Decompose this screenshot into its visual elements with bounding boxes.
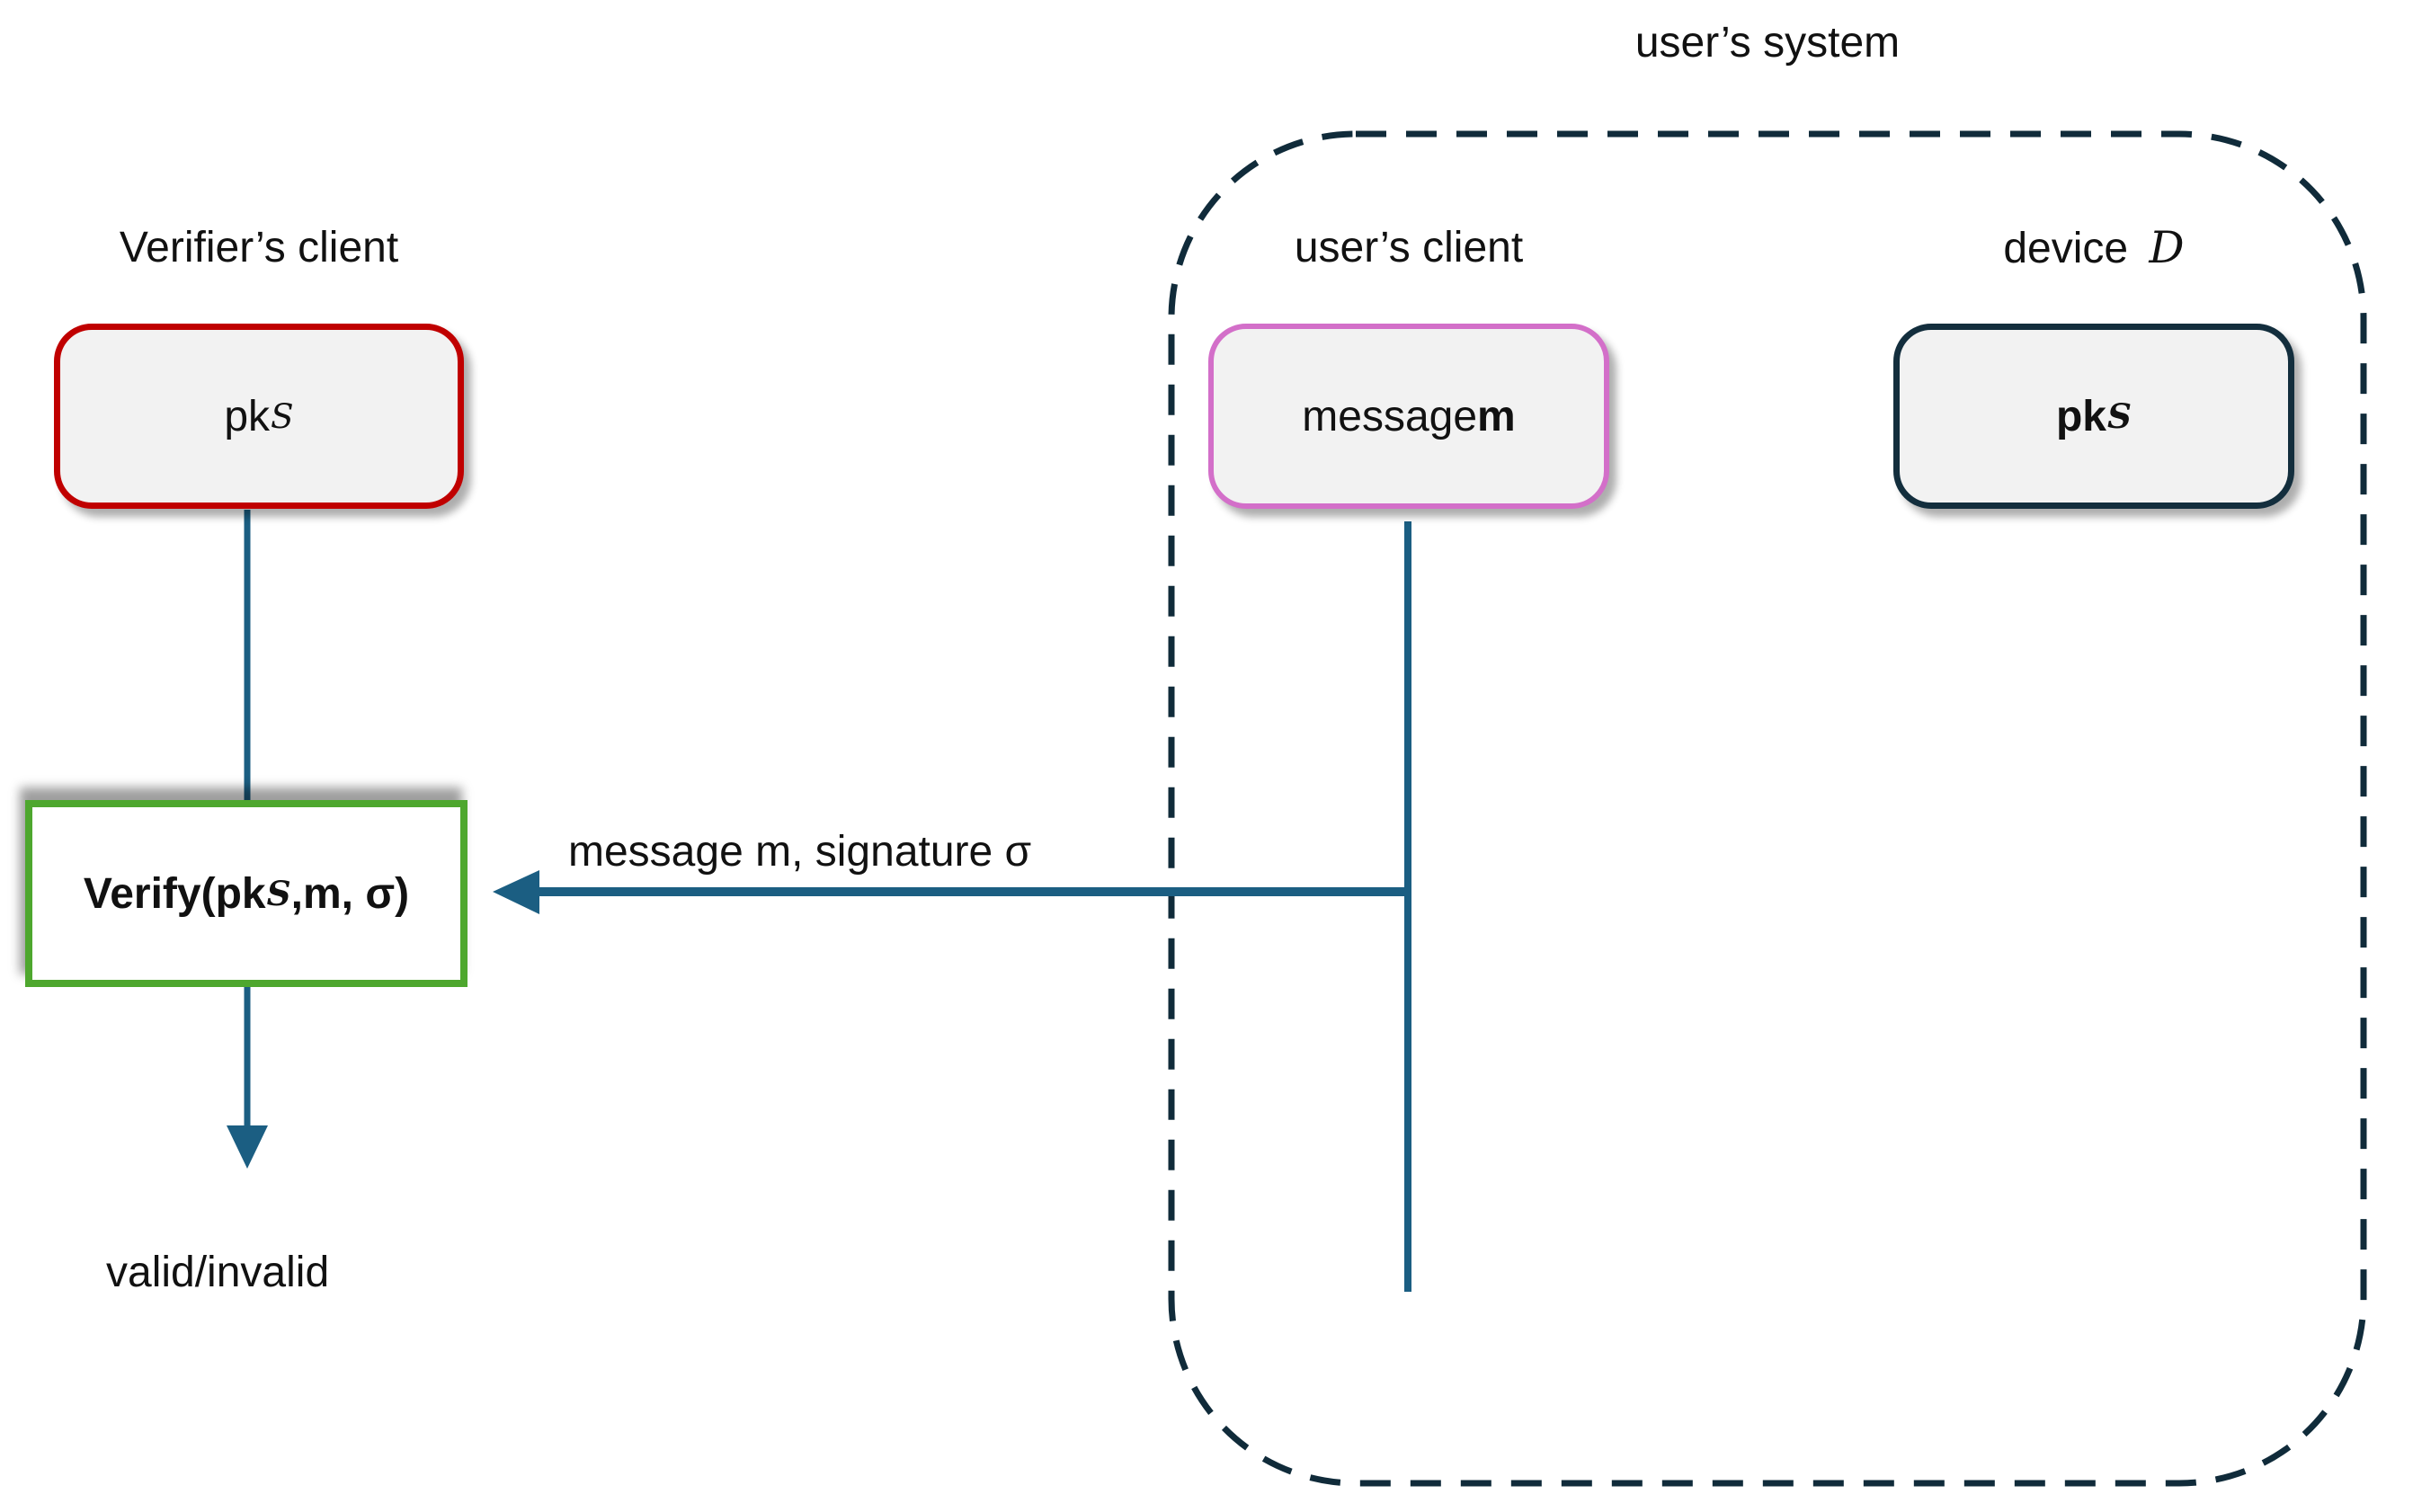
message-var: m	[1477, 392, 1516, 440]
verifier-pk-text: pk	[224, 392, 271, 440]
verify-text-suffix: ,m, σ)	[290, 869, 410, 918]
device-pk-text: pk	[2055, 392, 2106, 440]
message-box: message m	[1208, 324, 1609, 509]
device-label-text: device	[2003, 225, 2141, 272]
device-label: device D	[1893, 222, 2294, 273]
user-system-title: user’s system	[1634, 19, 1901, 67]
user-system-boundary	[1168, 130, 2367, 1487]
user-client-label: user’s client	[1294, 224, 1524, 271]
verifier-client-label: Verifier’s client	[119, 224, 399, 271]
verify-text-prefix: Verify(pk	[83, 869, 266, 918]
message-arrow-label: message m, signature σ	[568, 828, 1032, 876]
down-arrowhead	[227, 1125, 268, 1169]
left-arrowhead	[493, 870, 539, 914]
message-box-text: message	[1302, 392, 1478, 440]
result-label: valid/invalid	[106, 1249, 330, 1296]
script-d-letter: D	[2149, 222, 2185, 273]
